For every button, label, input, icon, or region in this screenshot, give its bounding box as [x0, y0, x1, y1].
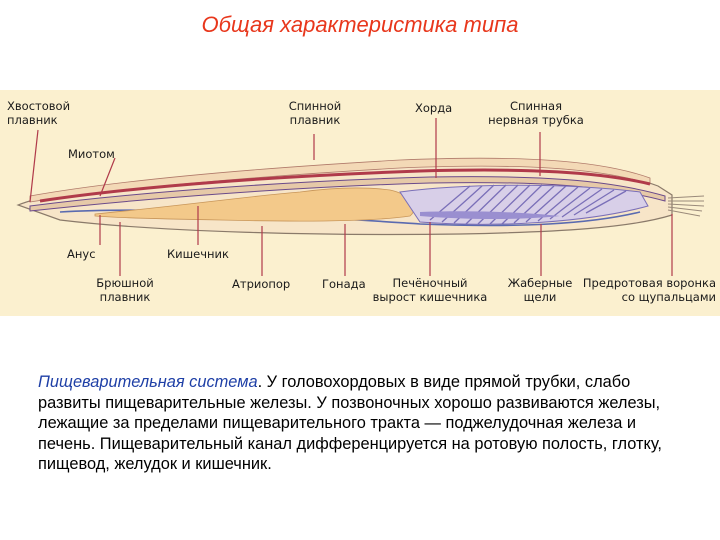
label-myotome: Миотом [68, 147, 115, 161]
label-tail-fin: Хвостовой плавник [7, 99, 71, 127]
label-pointers [29, 118, 673, 276]
page-title: Общая характеристика типа [201, 12, 519, 37]
oral-tentacles [667, 195, 705, 217]
description-paragraph: Пищеварительная система. У головохордовы… [38, 372, 688, 475]
liver-outgrowth [420, 211, 560, 219]
label-dorsal-fin: Спинной плавник [288, 99, 342, 127]
paragraph-body: . У головохордовых в виде прямой трубки,… [38, 373, 662, 473]
label-intestine: Кишечник [167, 247, 229, 261]
notochord [29, 176, 666, 212]
label-ventral-fin: Брюшной плавник [96, 276, 154, 304]
label-gill-slits: Жаберные щели [507, 276, 573, 304]
label-oral-funnel: Предротовая воронка со щупальцами [582, 276, 716, 304]
label-atriopore: Атриопор [232, 277, 291, 291]
paragraph-lead: Пищеварительная система [38, 373, 258, 391]
lancelet-diagram [16, 118, 705, 276]
label-nerve-tube: Спинная нервная трубка [488, 99, 584, 127]
label-anus: Анус [67, 247, 96, 261]
label-gonad: Гонада [322, 277, 366, 291]
label-liver-outgrowth: Печёночный вырост кишечника [372, 276, 488, 304]
label-notochord: Хорда [415, 101, 453, 115]
nerve-tube [39, 168, 651, 203]
